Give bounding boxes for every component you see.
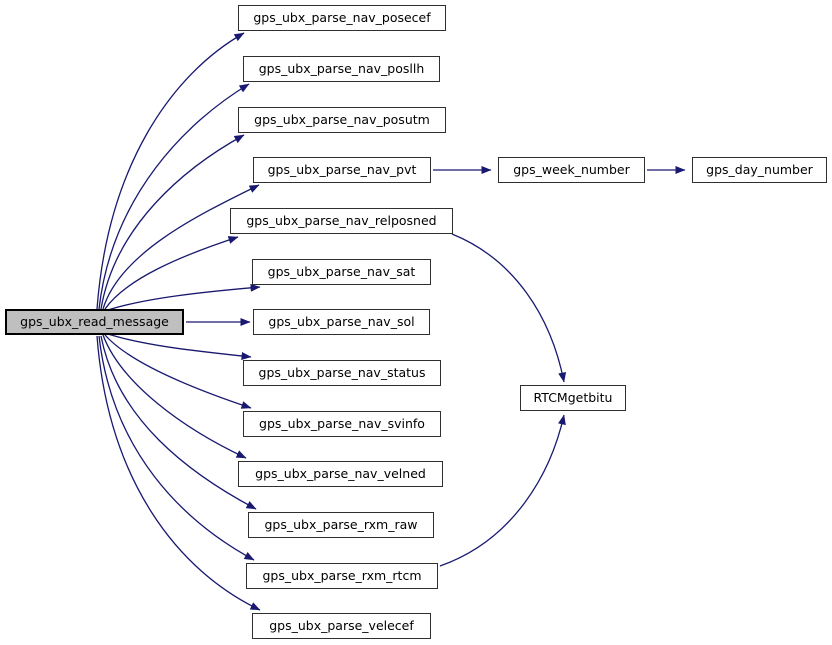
edge-read_message-to-parse_nav_posutm — [100, 134, 245, 310]
node-gps_ubx_read_message[interactable]: gps_ubx_read_message — [5, 309, 184, 335]
node-gps_ubx_parse_nav_sol[interactable]: gps_ubx_parse_nav_sol — [253, 309, 430, 335]
node-gps_ubx_parse_nav_posutm[interactable]: gps_ubx_parse_nav_posutm — [238, 107, 446, 133]
node-gps_ubx_parse_nav_velned[interactable]: gps_ubx_parse_nav_velned — [238, 461, 443, 487]
node-gps_ubx_parse_rxm_rtcm[interactable]: gps_ubx_parse_rxm_rtcm — [246, 563, 438, 589]
node-gps_ubx_parse_nav_status[interactable]: gps_ubx_parse_nav_status — [243, 360, 441, 386]
node-gps_ubx_parse_nav_svinfo[interactable]: gps_ubx_parse_nav_svinfo — [243, 411, 441, 437]
node-gps_ubx_parse_nav_posecef[interactable]: gps_ubx_parse_nav_posecef — [238, 5, 446, 31]
node-gps_ubx_parse_nav_posllh[interactable]: gps_ubx_parse_nav_posllh — [243, 56, 440, 82]
edge-parse_nav_relposned-to-RTCMgetbitu — [451, 233, 567, 383]
edge-read_message-to-parse_nav_svinfo — [104, 334, 252, 409]
node-gps_ubx_parse_velecef[interactable]: gps_ubx_parse_velecef — [252, 613, 431, 639]
node-gps_ubx_parse_nav_pvt[interactable]: gps_ubx_parse_nav_pvt — [253, 157, 431, 183]
node-RTCMgetbitu[interactable]: RTCMgetbitu — [520, 385, 626, 411]
node-gps_ubx_parse_nav_sat[interactable]: gps_ubx_parse_nav_sat — [252, 259, 431, 285]
node-gps_ubx_parse_rxm_raw[interactable]: gps_ubx_parse_rxm_raw — [248, 512, 434, 538]
edge-read_message-to-parse_nav_velned — [102, 334, 247, 459]
edge-read_message-to-parse_nav_pvt — [102, 184, 260, 310]
edge-read_message-to-parse_nav_status — [107, 333, 252, 360]
edge-read_message-to-parse_velecef — [96, 335, 261, 611]
edge-read_message-to-parse_nav_relposned — [104, 236, 239, 310]
node-gps_ubx_parse_nav_relposned[interactable]: gps_ubx_parse_nav_relposned — [230, 208, 453, 234]
edge-read_message-to-parse_rxm_rtcm — [98, 335, 255, 561]
edge-read_message-to-parse_nav_posecef — [96, 32, 245, 310]
edge-read_message-to-parse_rxm_raw — [100, 335, 257, 510]
edge-parse_rxm_rtcm-to-RTCMgetbitu — [439, 414, 566, 567]
edge-read_message-to-parse_nav_sat — [107, 283, 261, 311]
edge-read_message-to-parse_nav_posllh — [98, 83, 250, 310]
node-gps_day_number[interactable]: gps_day_number — [692, 157, 827, 183]
node-gps_week_number[interactable]: gps_week_number — [498, 157, 645, 183]
